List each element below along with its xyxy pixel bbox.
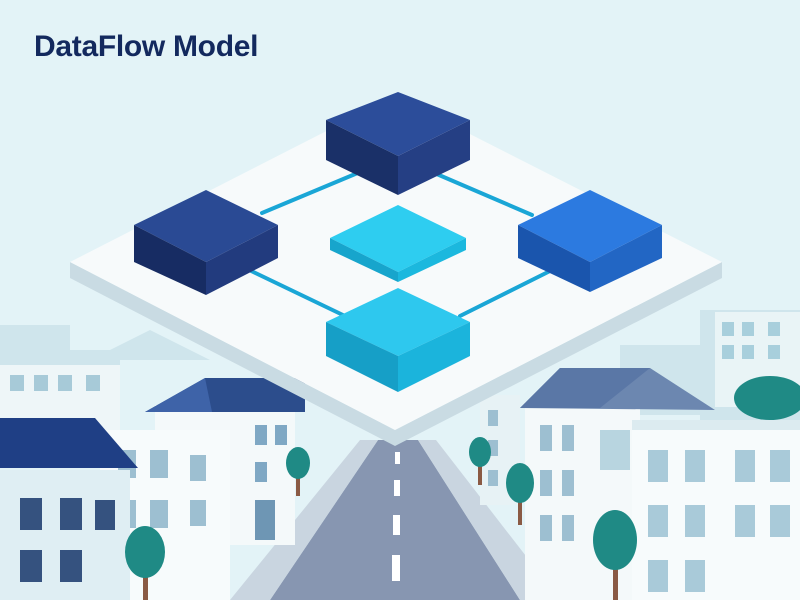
connector-top-right [430, 170, 534, 217]
connector-left-bottom [243, 266, 347, 318]
tree-left-1 [125, 526, 165, 600]
connector-right-bottom [458, 268, 554, 318]
right-house-mid [520, 368, 715, 600]
street [230, 440, 560, 600]
right-building-front [632, 420, 800, 600]
tree-left-2 [286, 447, 310, 496]
node-left[interactable] [134, 190, 278, 295]
tree-far-right [734, 376, 800, 420]
node-center[interactable] [330, 205, 466, 282]
connectors [243, 170, 554, 318]
tree-right-1 [593, 510, 637, 600]
tree-right-3 [469, 437, 491, 485]
node-right[interactable] [518, 190, 662, 292]
node-top[interactable] [326, 92, 470, 195]
connector-left-top [260, 170, 362, 215]
page-title: DataFlow Model [34, 30, 259, 63]
tree-right-2 [506, 463, 534, 525]
left-house-front [0, 418, 138, 600]
node-bottom[interactable] [326, 288, 470, 392]
